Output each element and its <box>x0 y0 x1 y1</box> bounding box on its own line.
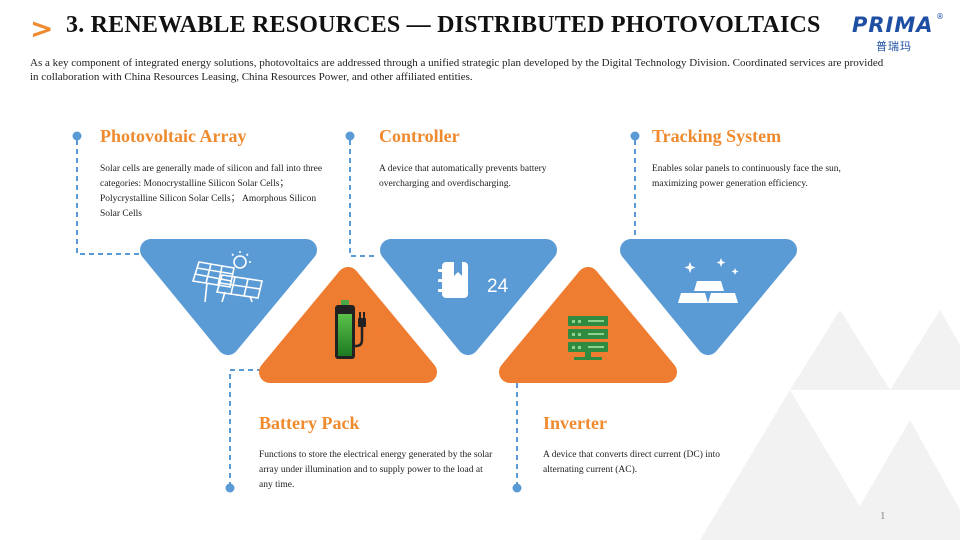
page-number: 1 <box>880 510 886 522</box>
heading-tracking-system: Tracking System <box>652 126 782 146</box>
desc-photovoltaic-array: Solar cells are generally made of silico… <box>100 164 323 219</box>
intro-paragraph: As a key component of integrated energy … <box>30 57 884 83</box>
triangle-controller <box>380 239 557 355</box>
notebook-24-icon <box>438 262 468 298</box>
title-chevron-icon: > <box>30 12 54 45</box>
logo-subtext: 普瑞玛 <box>876 40 912 53</box>
heading-photovoltaic-array: Photovoltaic Array <box>100 126 247 146</box>
connector-dot <box>512 483 522 493</box>
heading-battery-pack: Battery Pack <box>259 413 360 433</box>
desc-tracking-system: Enables solar panels to continuously fac… <box>652 164 841 189</box>
connector-dot <box>345 131 355 141</box>
background-decoration <box>700 310 960 540</box>
desc-battery-pack: Functions to store the electrical energy… <box>259 450 493 490</box>
triangle-tracking-system <box>620 239 797 355</box>
connector-dot <box>72 131 82 141</box>
desc-inverter: A device that converts direct current (D… <box>543 450 721 475</box>
solar-panel-icon <box>191 251 263 303</box>
connector-photovoltaic-array <box>76 140 140 255</box>
heading-controller: Controller <box>379 126 460 146</box>
logo-text: PRIMA <box>852 13 934 37</box>
prima-logo: PRIMA 普瑞玛 ® <box>852 12 944 54</box>
triangle-photovoltaic-array <box>140 239 317 355</box>
connector-controller <box>349 140 378 257</box>
heading-inverter: Inverter <box>543 413 607 433</box>
logo-registered: ® <box>936 12 944 21</box>
server-rack-icon <box>568 316 608 360</box>
page-title: 3. RENEWABLE RESOURCES — DISTRIBUTED PHO… <box>66 12 821 38</box>
connector-battery-pack <box>229 369 270 487</box>
battery-plug-icon <box>335 300 366 359</box>
connector-dot <box>630 131 640 141</box>
desc-controller: A device that automatically prevents bat… <box>379 164 547 189</box>
connector-dot <box>225 483 235 493</box>
notebook-24-label: 24 <box>487 276 509 297</box>
gold-bars-icon <box>678 258 739 303</box>
